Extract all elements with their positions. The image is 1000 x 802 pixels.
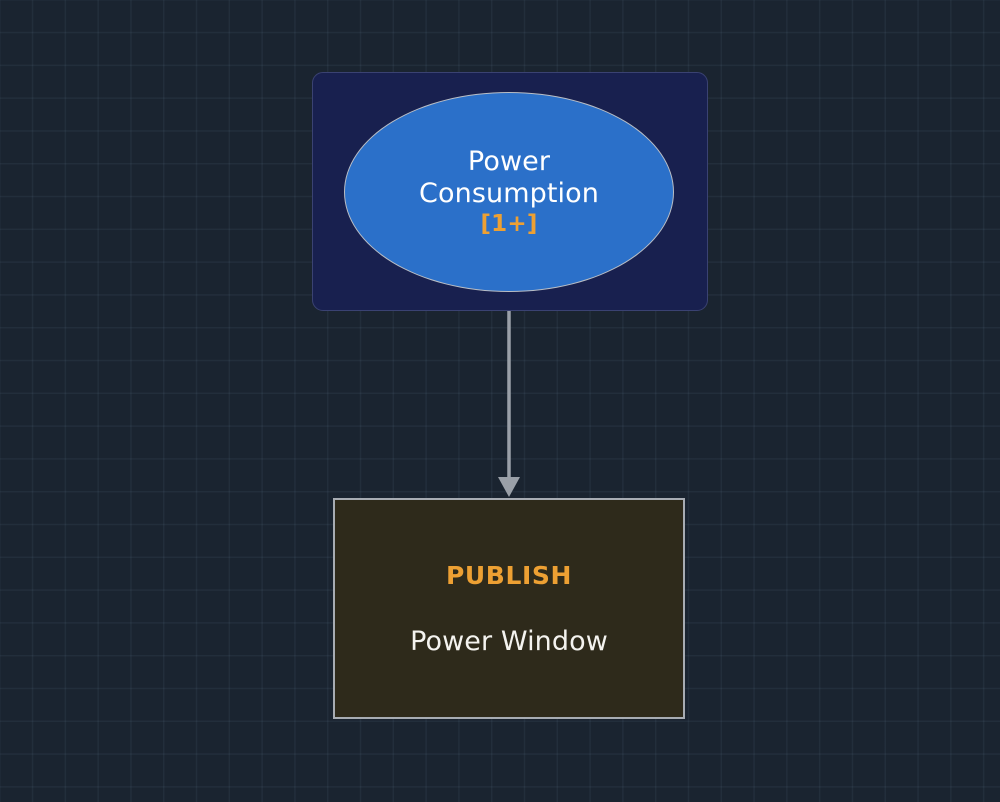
- node-power-consumption[interactable]: Power Consumption [1+]: [344, 92, 674, 292]
- node-title-label: Power Window: [410, 625, 608, 657]
- node-label-line-2: Consumption: [419, 177, 599, 209]
- node-label-line-1: Power: [467, 145, 551, 177]
- arrowhead-icon: [498, 477, 520, 497]
- node-kind-label: PUBLISH: [445, 560, 573, 590]
- node-power-window[interactable]: PUBLISH Power Window: [333, 498, 685, 719]
- node-count-badge: [1+]: [480, 211, 538, 238]
